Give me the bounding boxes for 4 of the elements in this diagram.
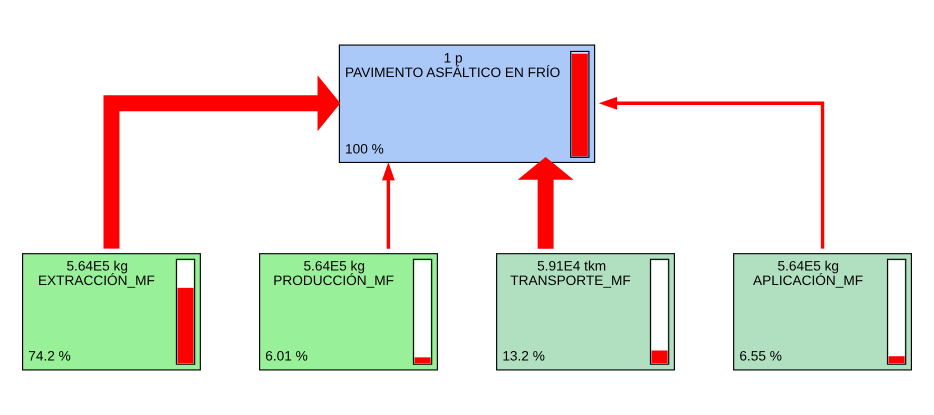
- arrow: [103, 75, 340, 249]
- arrow: [382, 162, 395, 249]
- arrow: [518, 156, 574, 249]
- arrow: [598, 96, 824, 249]
